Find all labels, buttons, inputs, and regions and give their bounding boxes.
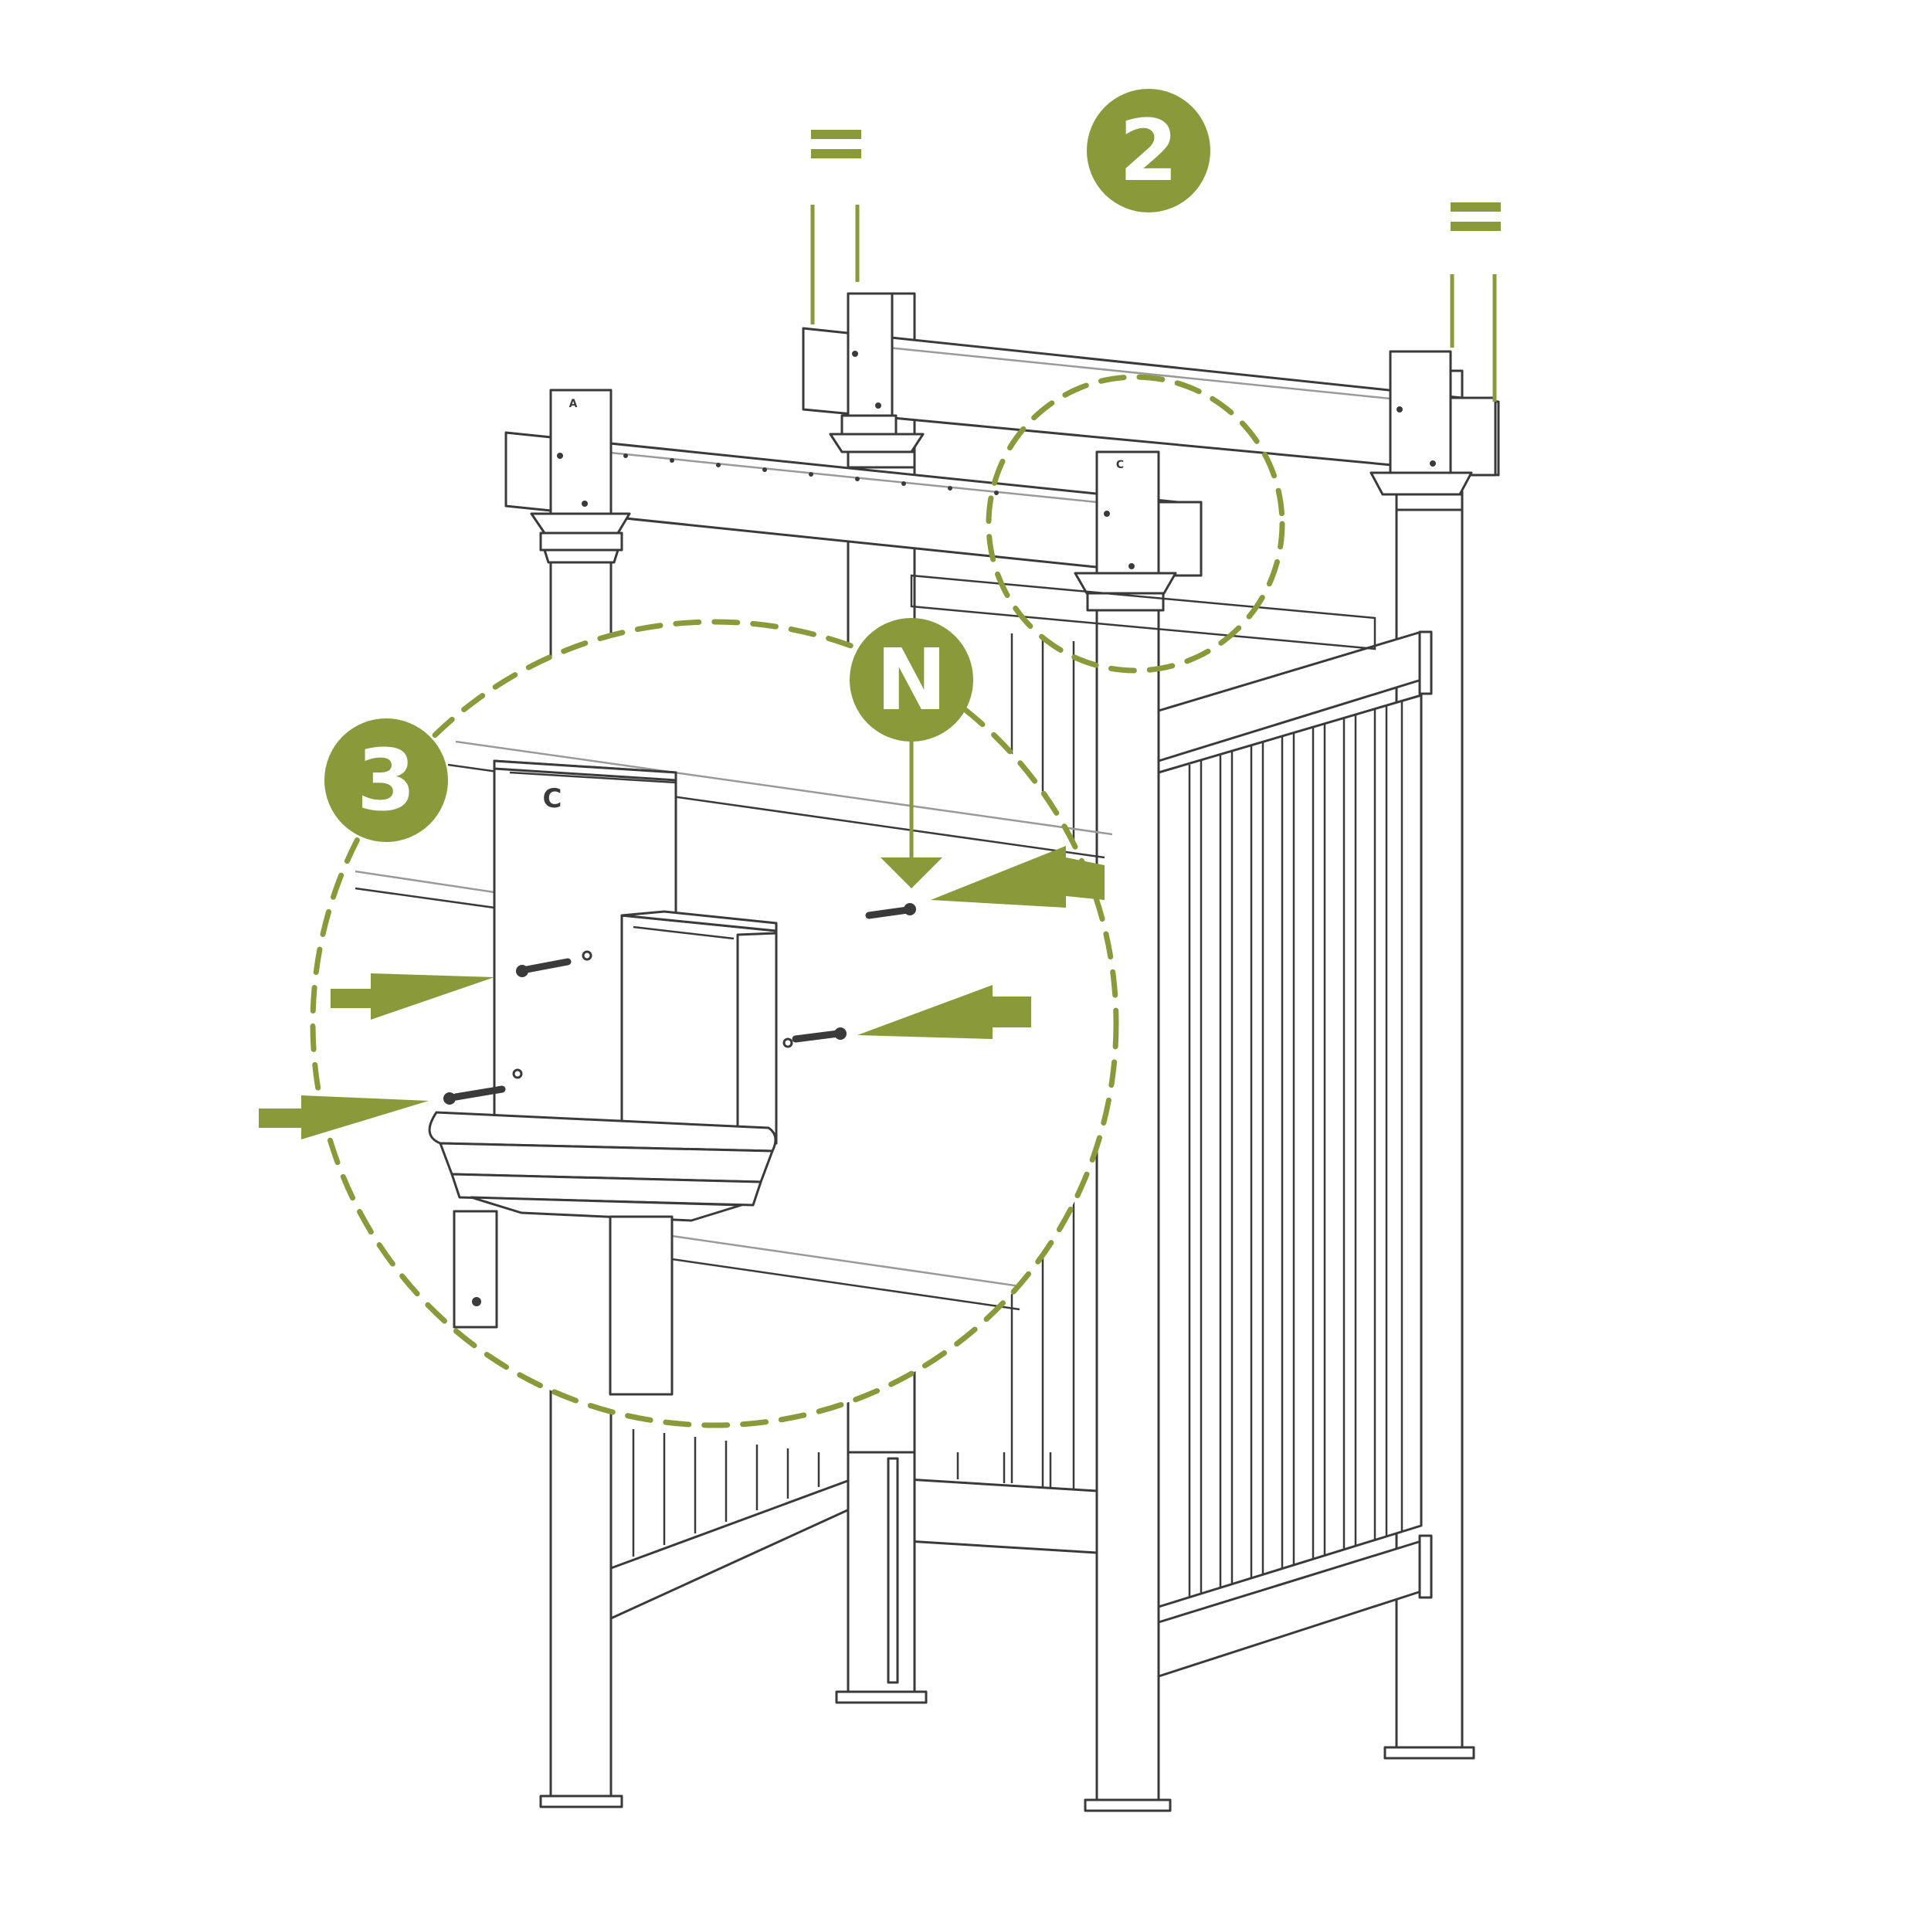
left-side-panel [609, 1429, 881, 1620]
arrow-left [931, 846, 1105, 908]
part-n-letter: N [876, 630, 947, 729]
badge-step-3: 3 [324, 718, 448, 842]
step-3-number: 3 [357, 731, 416, 830]
arrow-right [331, 973, 494, 1020]
back-top-beam [802, 292, 1500, 511]
badge-part-n: N [850, 618, 973, 742]
right-side-panel [1157, 630, 1433, 1678]
detail-callout: C [310, 619, 1119, 1428]
screw-icon [516, 958, 572, 977]
front-right-post: C [1074, 450, 1203, 1812]
equals-sign [810, 130, 861, 324]
joint-highlight-circle [986, 374, 1285, 674]
back-right-post-foot [1383, 1746, 1475, 1760]
step-2-number: 2 [1119, 101, 1179, 200]
back-left-post-foot [835, 1690, 928, 1704]
front-left-post-cap [549, 389, 613, 531]
post-label-a: A [569, 398, 578, 410]
screw-icon [443, 1085, 506, 1105]
back-beam [802, 327, 1500, 477]
screw-icon [792, 1027, 847, 1043]
detail-post-label: C [543, 783, 562, 814]
arrow-left [857, 985, 1031, 1039]
screw-icon [865, 903, 916, 919]
badge-step-2: 2 [1087, 89, 1210, 212]
arrow-right [259, 1095, 429, 1139]
push-arrows [259, 846, 1105, 1139]
detail-magnifier-circle [310, 619, 1119, 1428]
front-bottom-rail [906, 1452, 1098, 1554]
post-label-c: C [1116, 459, 1124, 471]
equals-sign [1450, 202, 1501, 402]
arrow-down [881, 857, 942, 888]
